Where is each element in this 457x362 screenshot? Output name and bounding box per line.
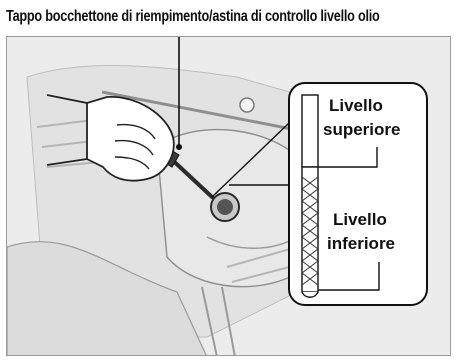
- upper-level-label-line1: Livello: [329, 96, 383, 115]
- upper-level-label-line2: superiore: [323, 120, 400, 139]
- lower-level-leader: [318, 262, 380, 291]
- lower-level-label-line1: Livello: [333, 210, 387, 229]
- frame-tube: [7, 241, 207, 355]
- hand-illustration: [46, 94, 175, 182]
- dipstick-callout-box: [288, 82, 428, 306]
- illustration-panel: Livello superiore Livello inferiore: [6, 36, 451, 356]
- dipstick-detail: [301, 94, 319, 298]
- filler-neck-hole: [210, 192, 240, 222]
- engine-illustration: Livello superiore Livello inferiore: [7, 37, 450, 355]
- kickstand: [201, 286, 236, 355]
- lower-level-label-line2: inferiore: [327, 234, 395, 253]
- engine-fins: [36, 116, 298, 283]
- callout-connector-upper: [211, 122, 290, 198]
- frame-bolt: [239, 97, 255, 113]
- figure-title: Tappo bocchettone di riempimento/astina …: [6, 8, 380, 25]
- frame-rail: [101, 90, 308, 134]
- upper-level-leader: [318, 147, 378, 168]
- title-leader-dot: [176, 144, 182, 150]
